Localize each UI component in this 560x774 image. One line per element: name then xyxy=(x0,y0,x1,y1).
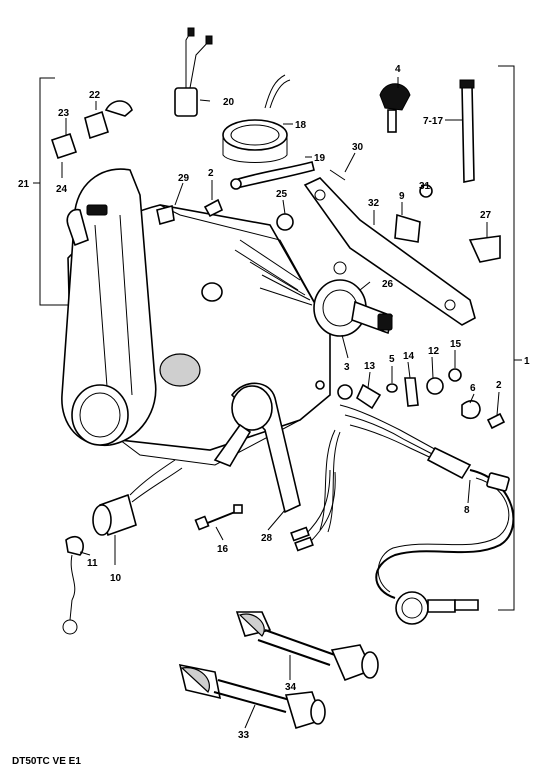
callout-30: 30 xyxy=(352,142,364,153)
callout-5: 5 xyxy=(389,354,395,365)
callout-29: 29 xyxy=(178,173,190,184)
extension-cable-33 xyxy=(178,663,326,730)
callout-25: 25 xyxy=(276,189,288,200)
grommet-18 xyxy=(222,119,288,163)
callout-11: 11 xyxy=(87,558,98,569)
small-hardware xyxy=(156,169,506,430)
callout-12: 12 xyxy=(428,346,440,357)
callout-leaders xyxy=(65,77,500,729)
assembly-bracket-1 xyxy=(498,65,515,611)
bolt-16 xyxy=(194,504,243,531)
extension-cable-34 xyxy=(235,611,379,682)
callout-4: 4 xyxy=(395,64,401,75)
lanyard-switch-7 xyxy=(459,79,475,183)
callout-15: 15 xyxy=(450,339,462,350)
callout-26: 26 xyxy=(382,279,394,290)
assembly-bracket-21 xyxy=(39,77,70,306)
bracket-plate-32 xyxy=(303,177,476,326)
callout-10: 10 xyxy=(110,573,122,584)
ignition-key-4 xyxy=(379,83,411,133)
connector-20 xyxy=(174,27,213,117)
callout-22: 22 xyxy=(89,90,101,101)
warm-up-lever xyxy=(213,382,301,514)
callout-2-upper: 2 xyxy=(208,168,214,179)
callout-6: 6 xyxy=(470,383,476,394)
callout-labels: 1 2 2 3 4 5 6 7-17 8 9 10 11 12 13 14 15… xyxy=(18,64,530,741)
callout-18: 18 xyxy=(295,120,307,131)
callout-8: 8 xyxy=(464,505,470,516)
callout-33: 33 xyxy=(238,730,250,741)
callout-31: 31 xyxy=(419,181,431,192)
wiring-harness xyxy=(319,404,472,533)
wire-leads-28 xyxy=(290,469,336,552)
callout-21: 21 xyxy=(18,179,30,190)
callout-14: 14 xyxy=(403,351,415,362)
callout-13: 13 xyxy=(364,361,376,372)
callout-27: 27 xyxy=(480,210,492,221)
callout-1: 1 xyxy=(524,356,530,367)
callout-9: 9 xyxy=(399,191,405,202)
callout-16: 16 xyxy=(217,544,229,555)
callout-24: 24 xyxy=(56,184,68,195)
switch-assembly-22-24 xyxy=(50,100,133,178)
harness-tube-19 xyxy=(230,161,315,190)
callout-32: 32 xyxy=(368,198,380,209)
diagram-code: DT50TC VE E1 xyxy=(12,756,81,767)
callout-23: 23 xyxy=(58,108,70,119)
wire-lead-18 xyxy=(264,74,291,109)
callout-19: 19 xyxy=(314,153,326,164)
harness-cable-8 xyxy=(375,469,515,625)
callout-3: 3 xyxy=(344,362,350,373)
throttle-lever xyxy=(61,168,157,446)
callout-20: 20 xyxy=(223,97,235,108)
callout-7-17: 7-17 xyxy=(423,116,443,127)
callout-2-right: 2 xyxy=(496,380,502,391)
key-switch-assembly xyxy=(234,239,393,337)
neutral-switch-10 xyxy=(62,459,183,635)
callout-34: 34 xyxy=(285,682,297,693)
callout-28: 28 xyxy=(261,533,273,544)
